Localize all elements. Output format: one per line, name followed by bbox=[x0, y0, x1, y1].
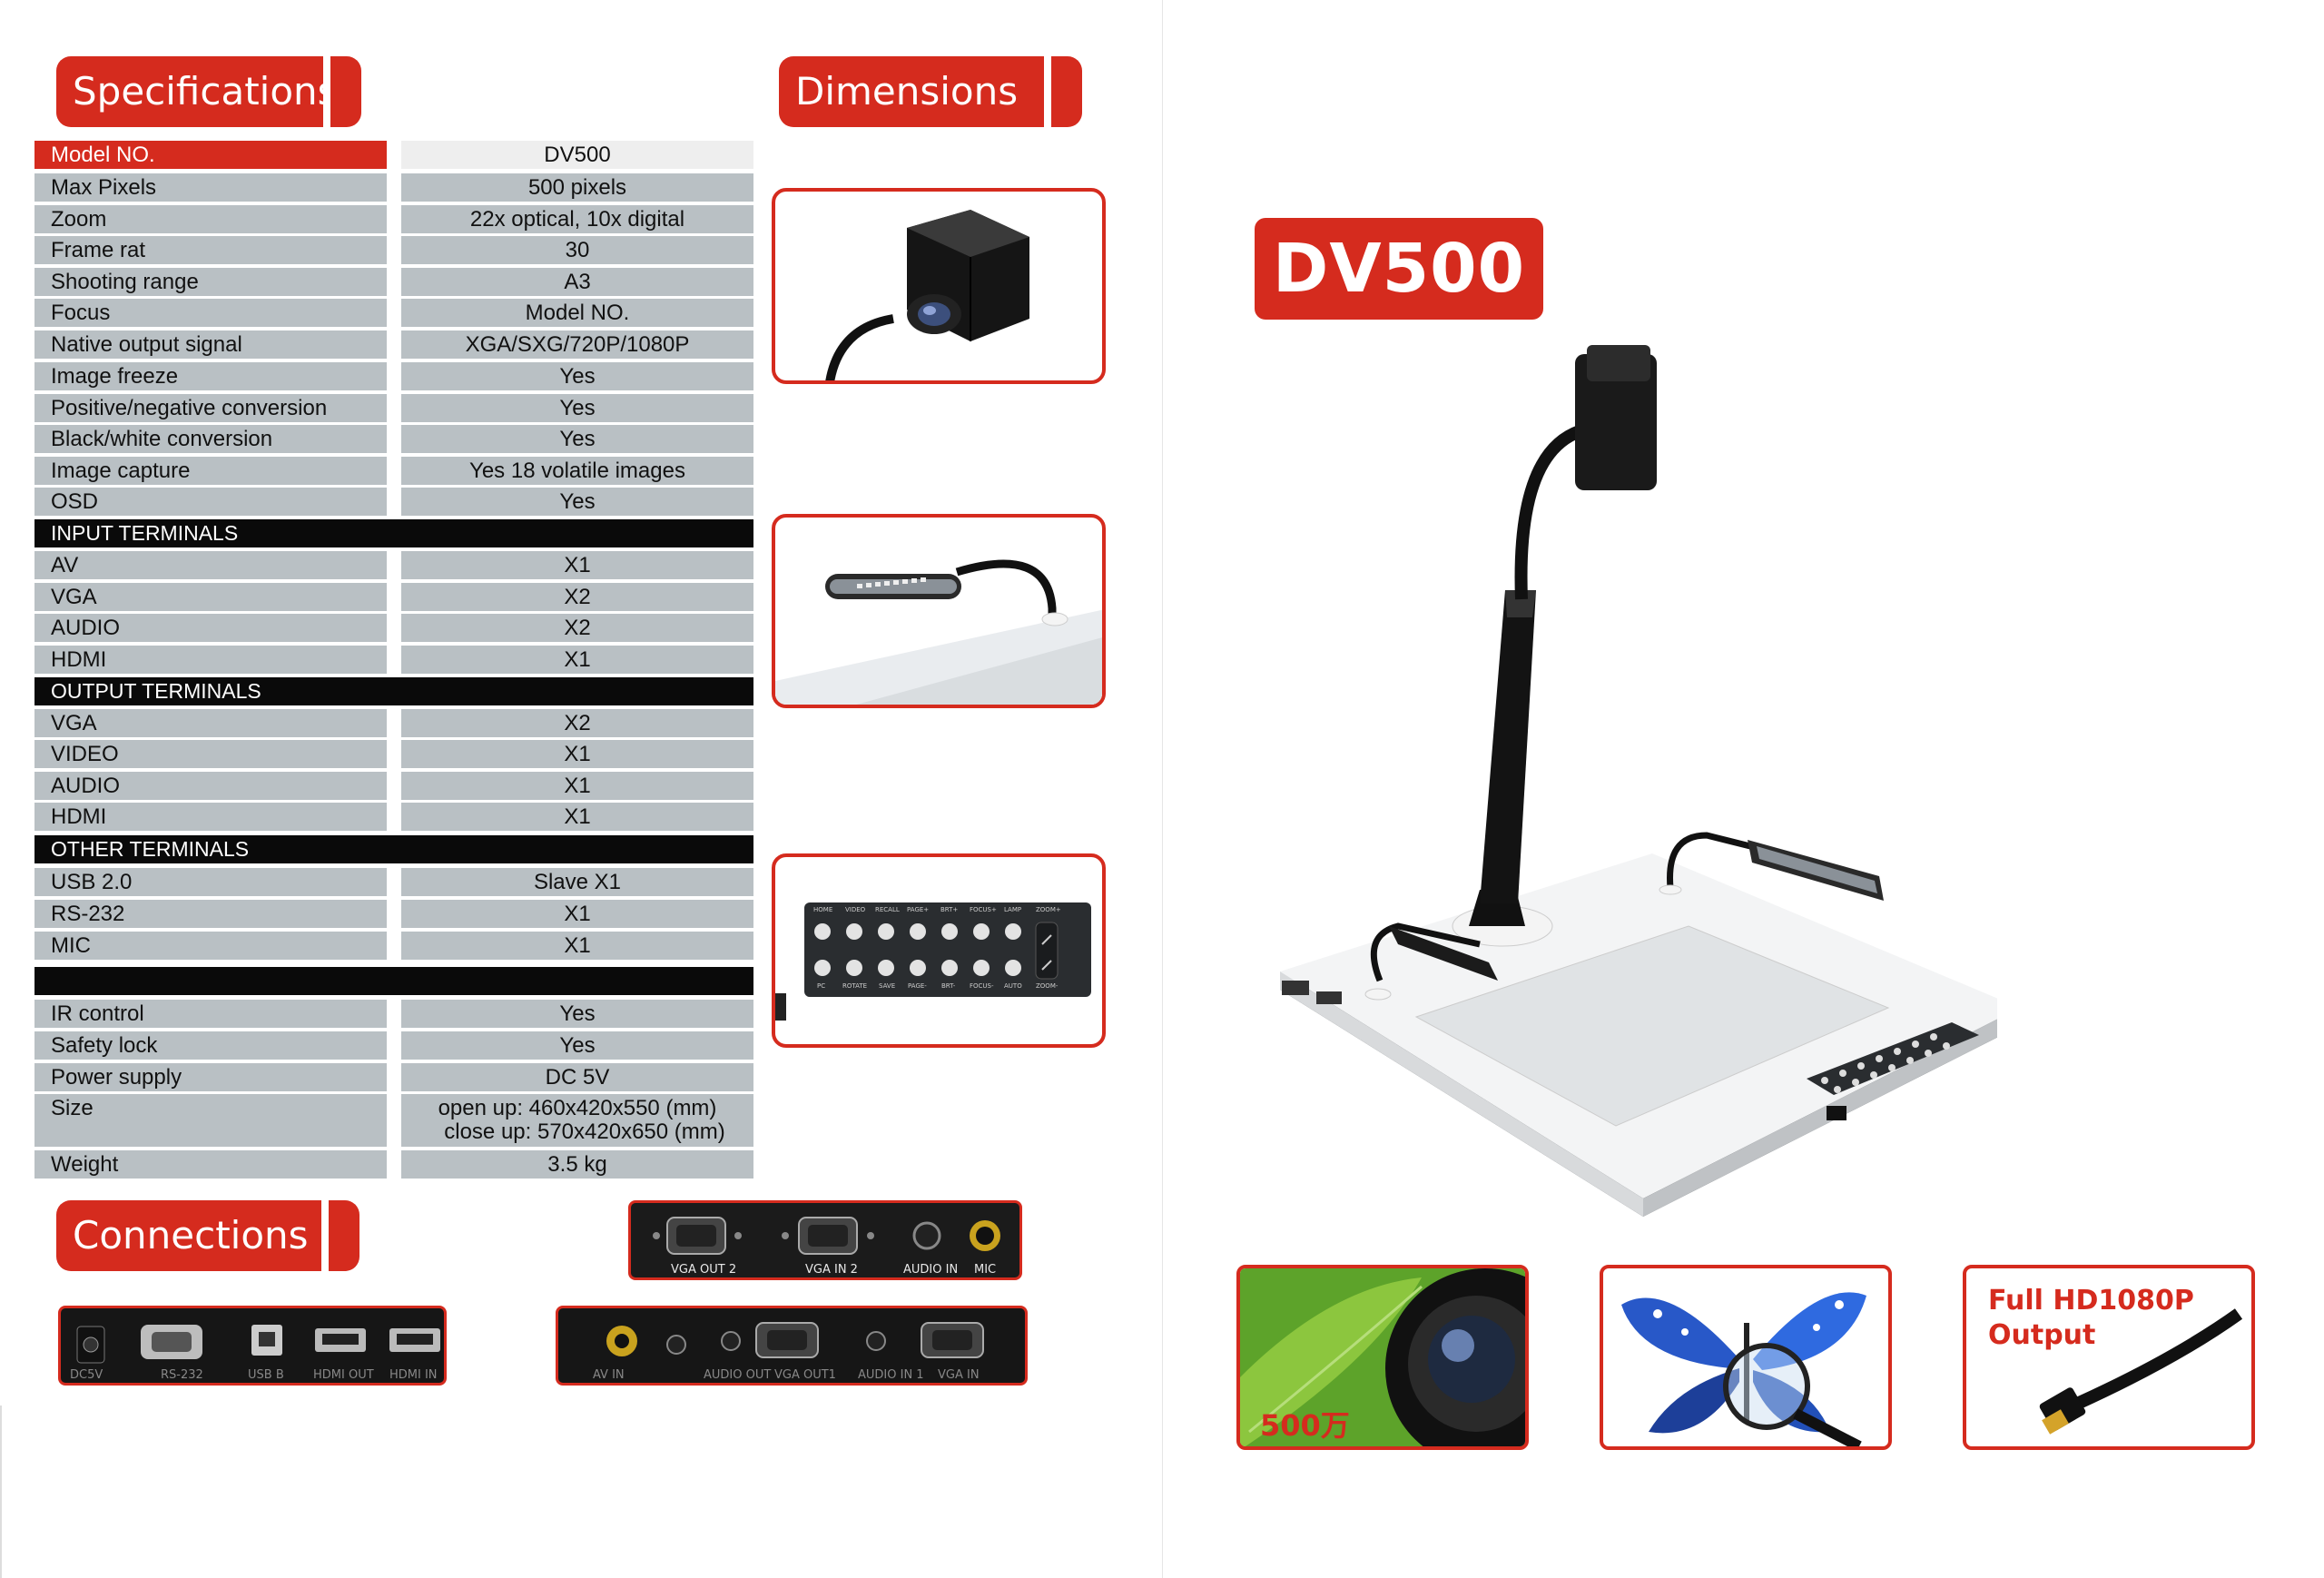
control-panel-photo: HOME VIDEO RECALL PAGE+ BRT+ FOCUS+ LAMP… bbox=[772, 853, 1106, 1048]
control-labels-bottom: PC ROTATE SAVE PAGE- BRT- FOCUS- AUTO ZO… bbox=[817, 982, 1059, 990]
control-buttons bbox=[814, 922, 1059, 980]
camera-head-photo bbox=[772, 188, 1106, 384]
control-panel: HOME VIDEO RECALL PAGE+ BRT+ FOCUS+ LAMP… bbox=[804, 902, 1091, 997]
connections-title: Connections bbox=[56, 1200, 321, 1271]
control-labels-top: HOME VIDEO RECALL PAGE+ BRT+ FOCUS+ LAMP… bbox=[813, 906, 1061, 913]
ports-panel-top: VGA OUT 2 VGA IN 2 AUDIO IN MIC bbox=[628, 1200, 1022, 1280]
hdmi-feature-box: Full HD1080P Output bbox=[1963, 1265, 2255, 1450]
lens-leaf-image bbox=[1240, 1268, 1525, 1446]
ports-bottom-right-image bbox=[606, 1322, 984, 1358]
hd-line-2: Output bbox=[1988, 1319, 2096, 1351]
lens-feature-box: 500万 bbox=[1236, 1265, 1529, 1450]
ports-top-image bbox=[653, 1217, 1000, 1255]
document-camera-image bbox=[1280, 345, 1997, 1217]
hd-line-1: Full HD1080P bbox=[1988, 1285, 2194, 1317]
lamp-arm-image bbox=[775, 559, 1102, 705]
connections-heading: Connections bbox=[56, 1200, 363, 1271]
brand-badge: DV500 bbox=[1255, 218, 1543, 320]
output-terminals-header: OUTPUT TERMINALS bbox=[34, 677, 753, 705]
spec-row-size: Size open up: 460x420x550 (mm) close up:… bbox=[34, 1094, 753, 1147]
hdmi-cable-image bbox=[2039, 1308, 2243, 1435]
specifications-title: Specifications bbox=[56, 56, 338, 127]
input-terminals-header: INPUT TERMINALS bbox=[34, 519, 753, 547]
butterfly-magnifier-image bbox=[1621, 1292, 1866, 1446]
dimensions-heading: Dimensions bbox=[779, 56, 1086, 127]
lens-megapixel-label: 500万 bbox=[1260, 1408, 1350, 1443]
ports-bottom-left-image bbox=[76, 1325, 440, 1364]
lamp-arm-photo bbox=[772, 514, 1106, 708]
blank-group-band bbox=[34, 967, 753, 995]
spec-row: Model NO.DV500 bbox=[34, 141, 753, 169]
ports-panel-bottom-left: DC5V RS-232 USB B HDMI OUT HDMI IN bbox=[58, 1306, 447, 1386]
dimensions-title: Dimensions bbox=[779, 56, 1044, 127]
camera-head-image bbox=[825, 210, 1029, 380]
other-terminals-header: OTHER TERMINALS bbox=[34, 835, 753, 863]
ports-panel-bottom-right: AV IN AUDIO OUT VGA OUT1 AUDIO IN 1 VGA … bbox=[556, 1306, 1028, 1386]
magnifier-feature-box bbox=[1600, 1265, 1892, 1450]
specifications-heading: Specifications bbox=[56, 56, 365, 127]
left-page: Specifications Dimensions Model NO.DV500… bbox=[0, 56, 1106, 1578]
